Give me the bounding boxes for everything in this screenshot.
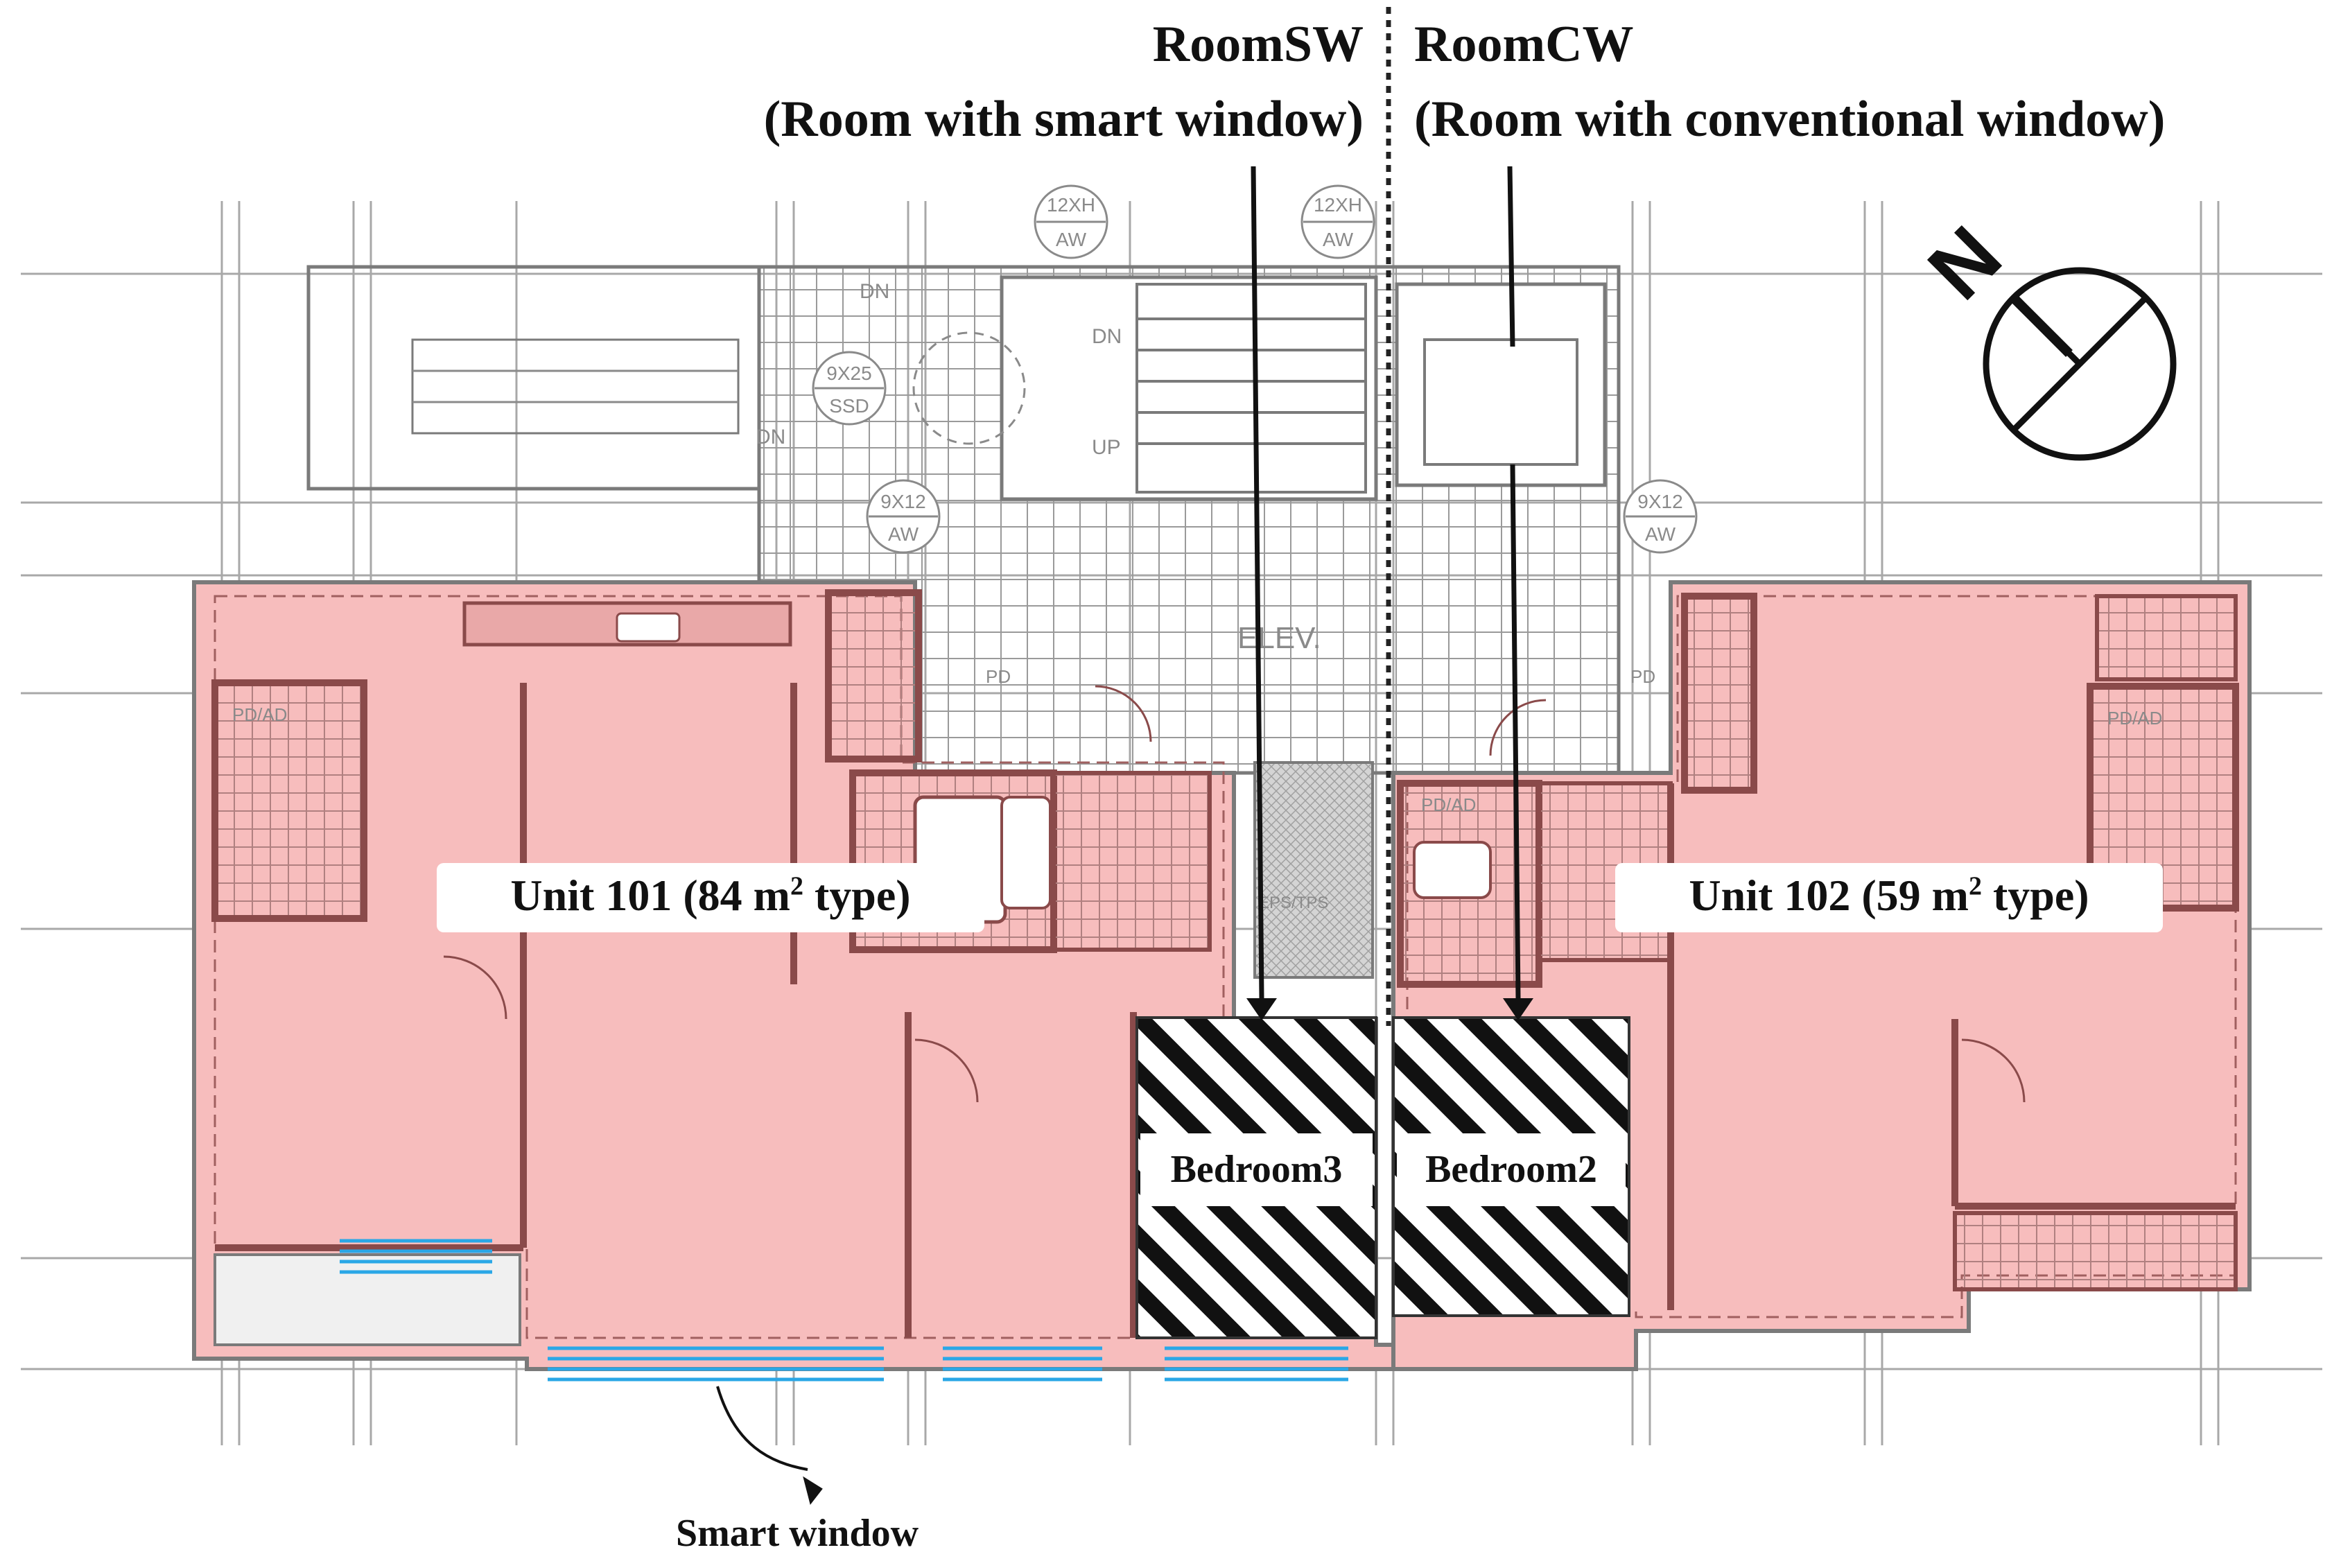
unit-101-label-prefix: Unit 101 (84 m	[510, 871, 790, 920]
roomcw-subtitle: (Room with conventional window)	[1414, 91, 2166, 148]
svg-text:AW: AW	[1323, 229, 1354, 250]
stair-dn-label-left: DN	[756, 426, 785, 448]
roomsw-title: RoomSW	[1152, 16, 1364, 73]
svg-text:12XH: 12XH	[1314, 194, 1362, 216]
north-compass	[1983, 267, 2177, 461]
unit-102-label-suffix: type)	[1981, 871, 2089, 920]
north-icon: N	[1911, 209, 2019, 317]
bedroom3-label: Bedroom3	[1140, 1133, 1373, 1206]
door-tags	[812, 184, 1698, 554]
stair-dn-label-top: DN	[860, 280, 889, 303]
roomsw-subtitle: (Room with smart window)	[763, 91, 1364, 148]
svg-text:9X12: 9X12	[1637, 491, 1682, 512]
svg-text:9X25: 9X25	[826, 363, 871, 384]
svg-text:AW: AW	[1645, 523, 1676, 545]
svg-text:PD: PD	[1630, 666, 1655, 687]
svg-text:PD/AD: PD/AD	[1421, 794, 1476, 815]
room-pointer-arrows	[1251, 166, 1521, 999]
smart-window-caption: Smart window	[676, 1512, 919, 1555]
unit-102-label: Unit 102 (59 m2 type)	[1615, 863, 2163, 932]
unit-102-label-sup: 2	[1968, 871, 1982, 901]
smart-window-callout	[716, 1386, 808, 1471]
unit-101-label: Unit 101 (84 m2 type)	[437, 863, 984, 932]
svg-text:PD/AD: PD/AD	[2107, 708, 2162, 729]
smart-window-glazing	[340, 1239, 1348, 1382]
stair-up-label: UP	[1092, 436, 1121, 459]
roomcw-title: RoomCW	[1414, 16, 1634, 73]
arrow-heads	[1246, 998, 1533, 1020]
svg-text:SSD: SSD	[829, 395, 869, 417]
bedroom2-label: Bedroom2	[1397, 1133, 1626, 1206]
svg-text:AW: AW	[888, 523, 919, 545]
unit-101-label-suffix: type)	[803, 871, 911, 920]
svg-text:AW: AW	[1056, 229, 1087, 250]
shaft-label: EPS/TPS	[1258, 894, 1328, 912]
elevator-label: ELEV.	[1237, 621, 1321, 655]
svg-text:PD: PD	[986, 666, 1011, 687]
stair-dn-label-center: DN	[1092, 325, 1122, 348]
unit-102-label-prefix: Unit 102 (59 m	[1689, 871, 1969, 920]
svg-text:12XH: 12XH	[1047, 194, 1095, 216]
svg-text:PD/AD: PD/AD	[232, 704, 287, 725]
unit-101-label-sup: 2	[790, 871, 803, 901]
callout-arrow-head	[803, 1476, 823, 1505]
door-tag-text: 9X25 SSD 9X12 AW 9X12 AW 12XH AW 12XH AW	[826, 194, 1682, 545]
svg-text:9X12: 9X12	[880, 491, 925, 512]
